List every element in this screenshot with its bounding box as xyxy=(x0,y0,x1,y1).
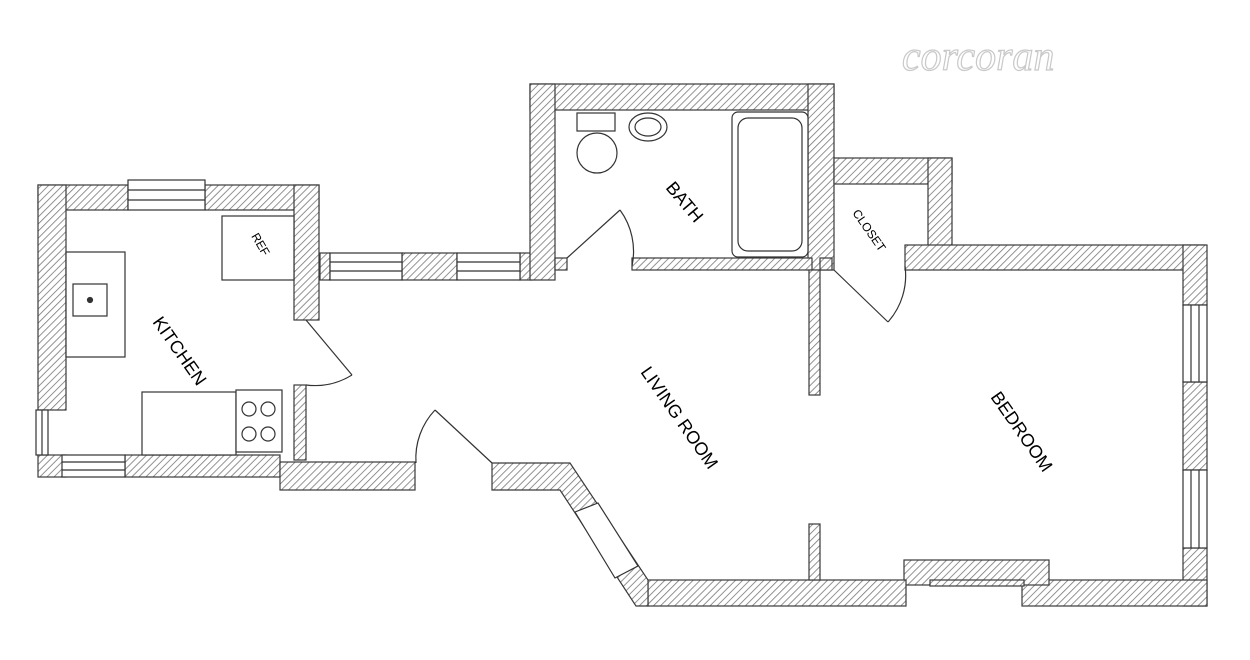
kitchen-fixtures xyxy=(65,215,295,456)
bedroom-label: BEDROOM xyxy=(987,388,1057,476)
exterior-walls xyxy=(37,83,1208,607)
doors xyxy=(305,209,907,464)
windows xyxy=(35,179,1208,579)
kitchen-counter-lower xyxy=(141,391,237,456)
toilet-bowl xyxy=(576,132,618,174)
living-room-label: LIVING ROOM xyxy=(637,363,722,473)
toilet-tank xyxy=(576,112,616,132)
closet-label: CLOSET xyxy=(850,207,889,255)
bath-fixtures xyxy=(576,111,809,258)
stove xyxy=(235,389,283,453)
refrigerator xyxy=(221,215,295,281)
corcoran-watermark: corcoran xyxy=(902,34,1054,80)
kitchen-label: KITCHEN xyxy=(149,313,211,389)
bath-label: BATH xyxy=(662,178,707,227)
